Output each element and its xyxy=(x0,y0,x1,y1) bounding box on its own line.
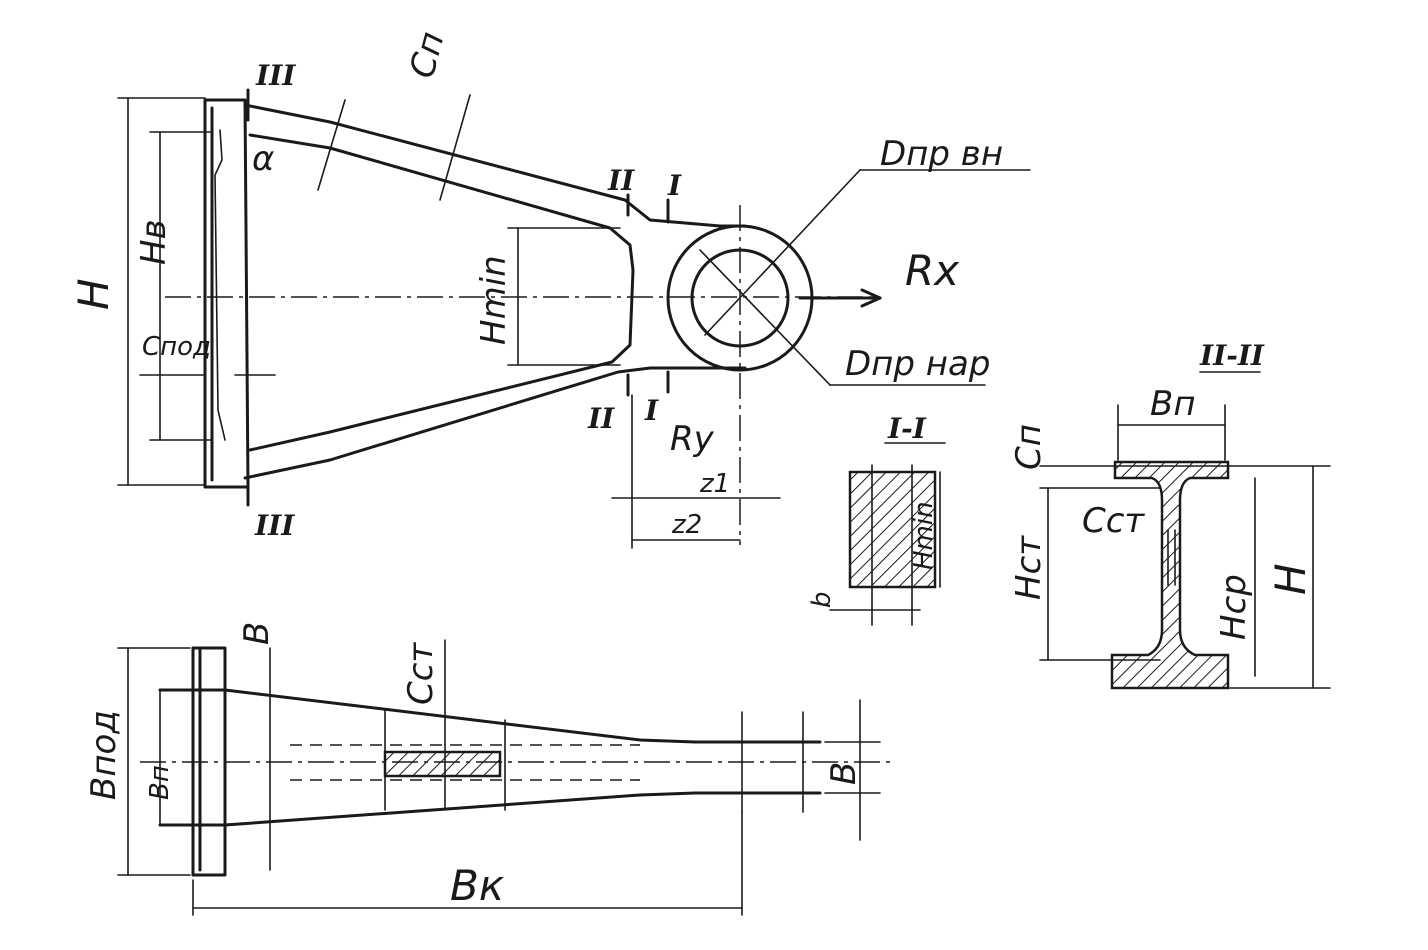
label-cpod: Cпод xyxy=(142,332,211,362)
label-d-outer: Dпр нар xyxy=(845,344,990,384)
label-hmin: Hmin xyxy=(474,255,514,345)
label-h-sec: H xyxy=(1266,563,1315,595)
label-hv: Hв xyxy=(134,219,174,265)
plan-upper-edge xyxy=(158,688,822,744)
label-b-plate: B xyxy=(237,622,277,645)
label-bk: Bк xyxy=(450,861,505,910)
label-b-end: B xyxy=(824,762,864,785)
label-z2: z2 xyxy=(671,510,702,540)
label-sec-III-top: III xyxy=(255,59,296,92)
section-I-I xyxy=(829,442,946,626)
label-section-I-I: I-I xyxy=(887,412,927,445)
section-II-II xyxy=(1039,371,1331,690)
lower-flange xyxy=(243,366,747,480)
upper-flange xyxy=(243,103,747,228)
label-bn-plan: Bп xyxy=(145,765,175,800)
label-sec-II-bot: II xyxy=(587,402,615,435)
label-section-II-II: II-II xyxy=(1199,339,1265,372)
label-h-main: H xyxy=(69,278,118,310)
label-cst-sec: Cст xyxy=(1082,501,1145,541)
label-sec-III-bot: III xyxy=(254,509,295,542)
label-hsr: Hср xyxy=(1214,574,1254,640)
plan-base-plate xyxy=(191,646,227,877)
plan-view xyxy=(117,639,890,916)
plan-web-section xyxy=(383,750,502,778)
label-d-inner: Dпр вн xyxy=(880,134,1003,174)
label-cst-plan: Cст xyxy=(401,642,441,705)
section-II-ibeam xyxy=(1110,460,1230,690)
label-ry: Ry xyxy=(670,419,715,459)
label-z1: z1 xyxy=(699,469,730,499)
label-hmin-sec: Hmin xyxy=(909,501,939,570)
label-hst: Hст xyxy=(1009,535,1049,600)
section-I-rect xyxy=(848,470,937,589)
label-bpod: Bпод xyxy=(84,710,124,800)
side-elevation-view xyxy=(117,88,1031,549)
label-cp-top: Cп xyxy=(402,28,453,83)
plan-lower-edge xyxy=(158,791,822,827)
label-alpha: α xyxy=(252,139,274,179)
label-b-sec: b xyxy=(807,591,837,608)
label-sec-I-bot: I xyxy=(644,394,659,427)
label-bn-sec: Bп xyxy=(1150,384,1196,424)
label-sec-I-top: I xyxy=(667,169,682,202)
labels: Dпр вн Dпр нар Rx Ry z1 z2 H Hв Hmin Cпо… xyxy=(69,28,1315,910)
label-cp-sec: Cп xyxy=(1009,424,1049,470)
label-rx: Rx xyxy=(905,246,960,295)
label-sec-II-top: II xyxy=(607,164,635,197)
